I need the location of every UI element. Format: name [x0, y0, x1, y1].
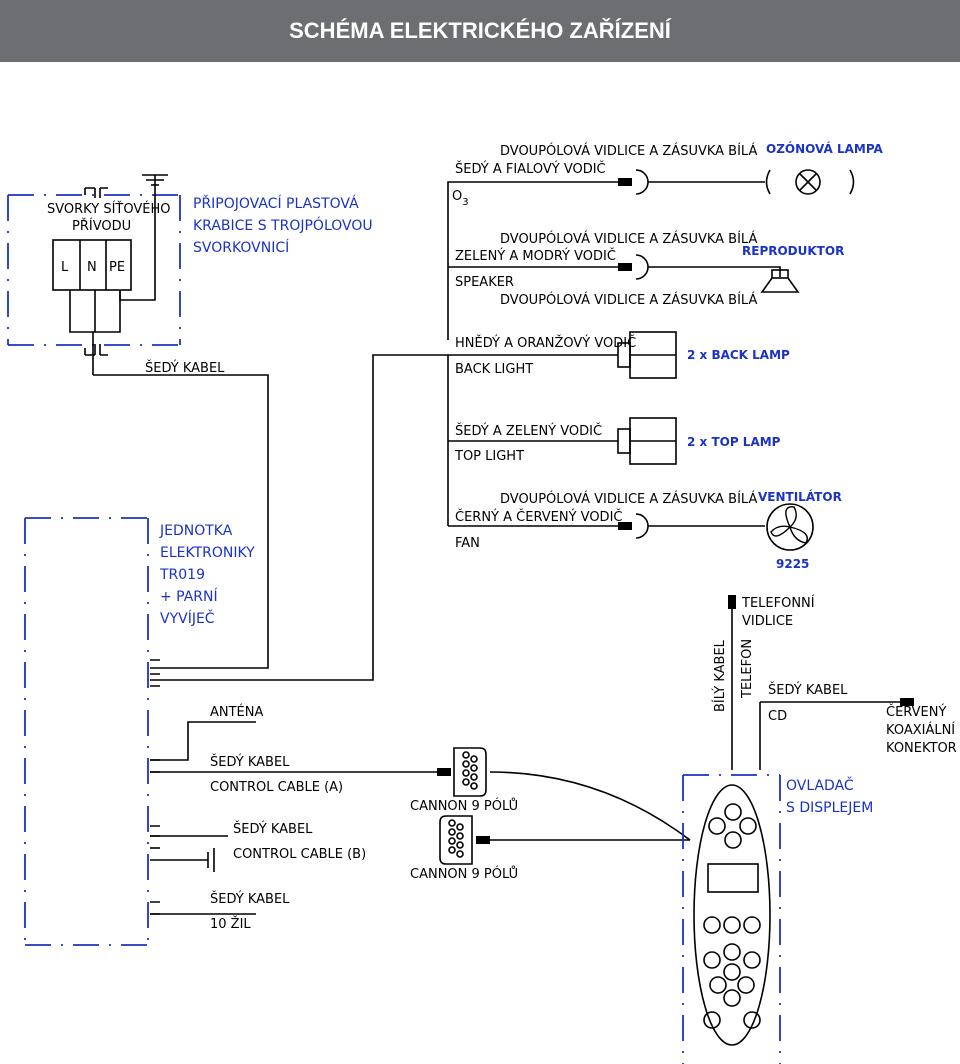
cannon-a-to-controller [489, 771, 691, 841]
fan-code: FAN [455, 536, 480, 551]
ozone-lamp-icon [765, 169, 855, 195]
speaker-device-label: REPRODUKTOR [742, 244, 844, 258]
fan-plug-label: DVOUPÓLOVÁ VIDLICE A ZÁSUVKA BÍLÁ [500, 491, 757, 507]
fan-icon [766, 503, 814, 551]
mains-feed-icon [84, 187, 108, 356]
control-cable-a-label: CONTROL CABLE (A) [210, 780, 343, 795]
electronics-unit-box: JEDNOTKA ELEKTRONIKY TR019 + PARNÍ VYVÍJ… [24, 517, 255, 946]
mains-title-2: PŘÍVODU [72, 218, 131, 234]
grey-cable-c-label: ŠEDÝ KABEL [210, 891, 290, 907]
coax-label-3: KONEKTOR [886, 741, 957, 756]
back-lamp-label: 2 x BACK LAMP [687, 348, 790, 362]
ten-wires-label: 10 ŽIL [210, 916, 251, 932]
speaker-icon [760, 269, 800, 293]
mains-cable [93, 374, 269, 669]
speaker-wire-label: ZELENÝ A MODRÝ VODIČ [455, 248, 616, 264]
control-cable-b [150, 848, 215, 872]
mains-terminal-box: SVORKY SÍŤOVÉHO PŘÍVODU L N PE [7, 175, 181, 375]
controller-label-2: S DISPLEJEM [786, 800, 873, 816]
white-cable-label: BÍLÝ KABEL [712, 639, 728, 712]
antenna-wire [150, 721, 256, 761]
top-light-wire-label: ŠEDÝ A ZELENÝ VODIČ [455, 423, 602, 439]
phone-circuit: TELEFONNÍ VIDLICE BÍLÝ KABEL TELEFON ŠED… [712, 595, 957, 770]
lamp-bus-wire [150, 354, 448, 681]
box-label-2: KRABICE S TROJPÓLOVOU [193, 216, 373, 234]
unit-label-3: TR019 [159, 567, 205, 583]
box-label-3: SVORKOVNICÍ [193, 239, 289, 256]
phone-plug-label-1: TELEFONNÍ [741, 595, 815, 611]
speaker-code: SPEAKER [455, 275, 514, 290]
cannon-connector-bottom-icon [439, 815, 473, 865]
cannon-a-plug [437, 768, 451, 776]
ozone-circuit: DVOUPÓLOVÁ VIDLICE A ZÁSUVKA BÍLÁ ŠEDÝ A… [447, 141, 884, 340]
fan-model: 9225 [776, 557, 809, 571]
mains-title-1: SVORKY SÍŤOVÉHO [47, 201, 170, 217]
speaker-plug-label: DVOUPÓLOVÁ VIDLICE A ZÁSUVKA BÍLÁ [500, 231, 757, 247]
unit-label-2: ELEKTRONIKY [160, 545, 255, 561]
coax-label-2: KOAXIÁLNÍ [886, 722, 955, 738]
unit-connectors [150, 659, 160, 915]
phone-plug-label-2: VIDLICE [742, 614, 793, 629]
ozone-wire-label: ŠEDÝ A FIALOVÝ VODIČ [455, 161, 606, 177]
fan-wire-label: ČERNÝ A ČERVENÝ VODIČ [455, 509, 622, 525]
cd-label: CD [768, 709, 787, 724]
unit-label-1: JEDNOTKA [159, 523, 233, 539]
ozone-code: O3 [452, 189, 469, 208]
control-cable-b-label: CONTROL CABLE (B) [233, 847, 366, 862]
cannon-top-label: CANNON 9 PÓLŮ [410, 798, 518, 814]
top-light-code: TOP LIGHT [454, 449, 524, 464]
ozone-device-label: OZÓNOVÁ LAMPA [766, 141, 884, 156]
fan-circuit: DVOUPÓLOVÁ VIDLICE A ZÁSUVKA BÍLÁ ČERNÝ … [448, 489, 842, 571]
top-light-circuit: ŠEDÝ A ZELENÝ VODIČ TOP LIGHT 2 x TOP LA… [448, 417, 781, 465]
controller-box: OVLADAČ S DISPLEJEM [682, 774, 873, 1064]
speaker-circuit: DVOUPÓLOVÁ VIDLICE A ZÁSUVKA BÍLÁ ZELENÝ… [448, 231, 844, 308]
fan-device-label: VENTILÁTOR [758, 489, 842, 504]
cannon-bottom-label: CANNON 9 PÓLŮ [410, 866, 518, 882]
header-bar: SCHÉMA ELEKTRICKÉHO ZAŘÍZENÍ [0, 0, 960, 62]
ground-icon [142, 174, 168, 186]
unit-label-5: VYVÍJEČ [160, 609, 215, 627]
cannon-b-plug [476, 836, 490, 844]
grey-cable-a-label: ŠEDÝ KABEL [210, 754, 290, 770]
terminal-n: N [87, 260, 97, 275]
controller-label-1: OVLADAČ [786, 776, 854, 794]
back-light-wire-label: HNĚDÝ A ORANŽOVÝ VODIČ [455, 335, 636, 351]
grey-cable-b-label: ŠEDÝ KABEL [233, 821, 313, 837]
page-title: SCHÉMA ELEKTRICKÉHO ZAŘÍZENÍ [289, 18, 671, 43]
mains-cable-label: ŠEDÝ KABEL [145, 360, 225, 376]
cannon-connector-top-icon [453, 747, 487, 797]
top-lamp-label: 2 x TOP LAMP [687, 435, 781, 449]
coax-label-1: ČERVENÝ [886, 704, 946, 720]
phone-label: TELEFON [740, 639, 755, 699]
terminal-pe: PE [109, 260, 125, 275]
cd-cable-label: ŠEDÝ KABEL [768, 682, 848, 698]
back-light-circuit: HNĚDÝ A ORANŽOVÝ VODIČ BACK LIGHT 2 x BA… [448, 331, 790, 379]
box-label-1: PŘIPOJOVACÍ PLASTOVÁ [193, 195, 359, 212]
antenna-label: ANTÉNA [210, 704, 263, 720]
back-light-code: BACK LIGHT [455, 362, 533, 377]
ozone-plug-label: DVOUPÓLOVÁ VIDLICE A ZÁSUVKA BÍLÁ [500, 143, 757, 159]
unit-label-4: + PARNÍ [160, 588, 218, 605]
speaker-plug-label-2: DVOUPÓLOVÁ VIDLICE A ZÁSUVKA BÍLÁ [500, 292, 757, 308]
control-panel-icon [693, 784, 771, 1046]
terminal-l: L [61, 260, 69, 275]
